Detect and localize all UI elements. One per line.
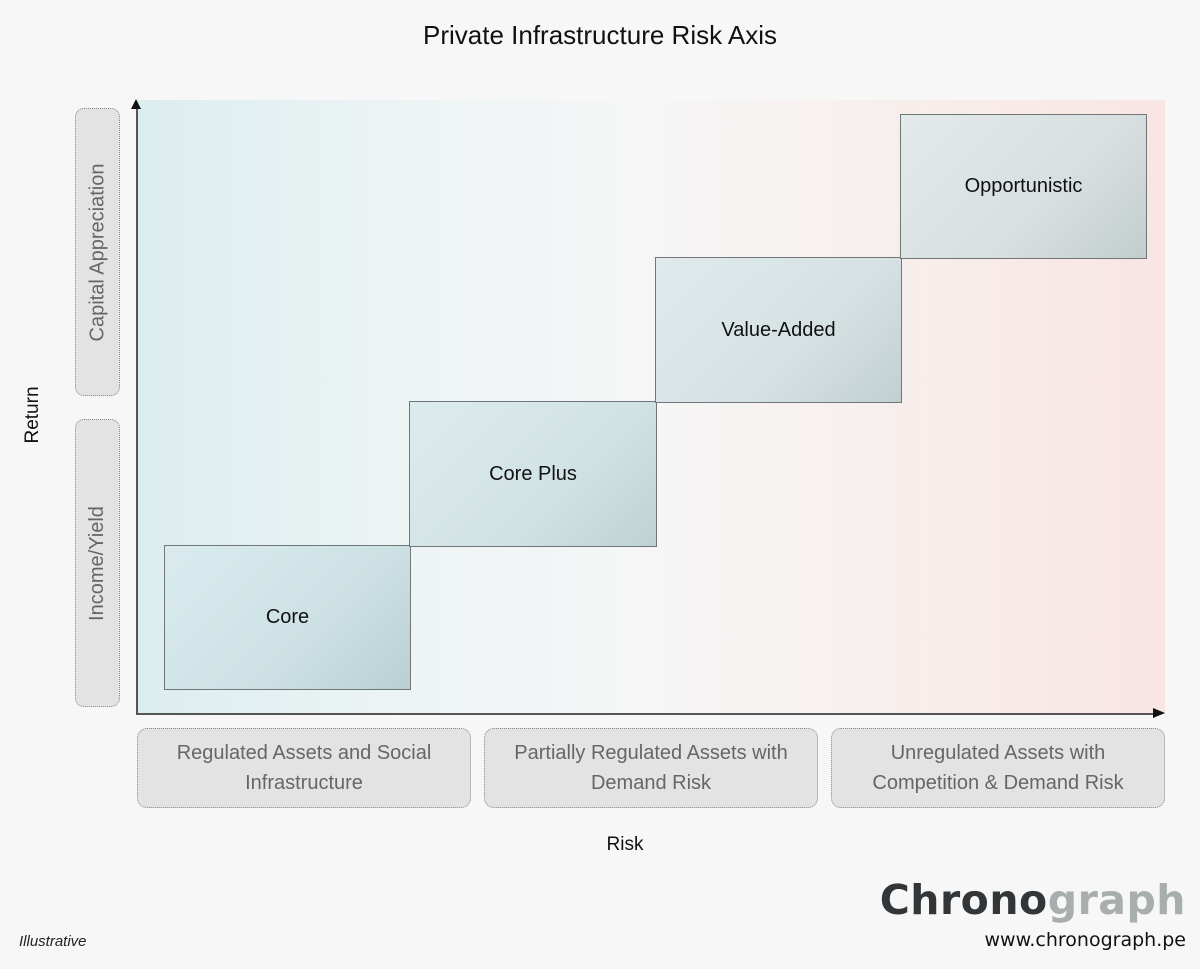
strategy-box-core: Core (164, 545, 411, 690)
strategy-label: Opportunistic (964, 175, 1083, 197)
y-category-income-yield: Income/Yield (75, 419, 120, 707)
y-axis-line (136, 106, 138, 714)
illustrative-note: Illustrative (19, 933, 87, 950)
brand-url: www.chronograph.pe (984, 929, 1187, 951)
brand-logo-dark: Chrono (879, 876, 1048, 924)
y-axis-label: Return (22, 386, 43, 444)
chart-title: Private Infrastructure Risk Axis (423, 20, 777, 50)
x-axis-line (136, 713, 1156, 715)
strategy-label: Value-Added (721, 318, 836, 341)
brand-logo: Chronograph (880, 876, 1186, 924)
x-category-regulated: Regulated Assets and Social Infrastructu… (137, 728, 471, 808)
x-category-unregulated: Unregulated Assets with Competition & De… (831, 728, 1165, 808)
y-category-capital-appreciation: Capital Appreciation (75, 108, 120, 396)
y-category-label: Capital Appreciation (86, 163, 109, 341)
strategy-box-opportunistic: Opportunistic (900, 114, 1147, 259)
strategy-label: Core Plus (489, 462, 577, 485)
y-category-label: Income/Yield (86, 505, 108, 621)
y-axis-arrow-icon (131, 99, 141, 109)
strategy-box-value-added: Value-Added (655, 257, 902, 403)
strategy-box-core-plus: Core Plus (409, 401, 657, 547)
strategy-label: Core (265, 606, 310, 628)
x-category-partially-regulated: Partially Regulated Assets with Demand R… (484, 728, 818, 808)
brand-logo-light: graph (1047, 876, 1186, 924)
x-axis-label: Risk (606, 834, 644, 855)
x-axis-arrow-icon (1153, 708, 1165, 718)
